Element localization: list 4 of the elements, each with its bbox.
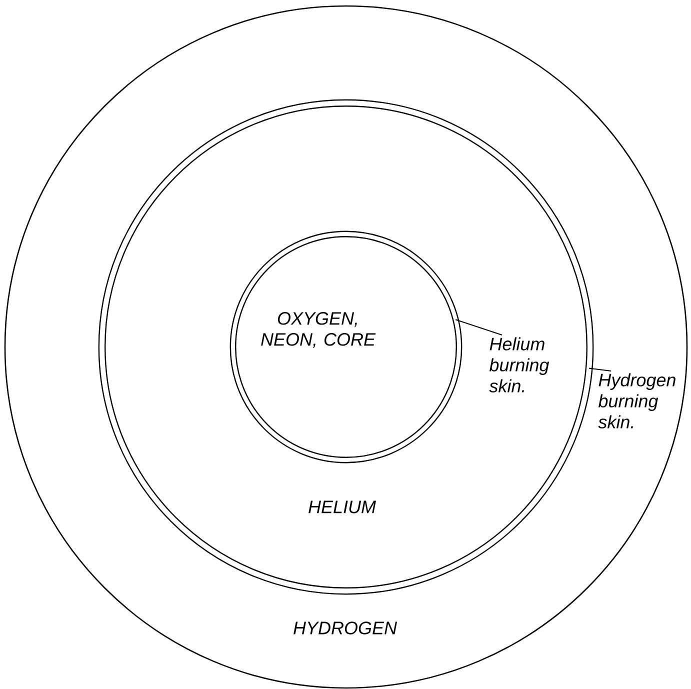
callout-label: Hydrogen burning skin.: [598, 373, 676, 428]
callout-label: Helium burning skin.: [489, 337, 550, 392]
leader-line: [589, 368, 612, 372]
leader-line: [455, 319, 502, 336]
